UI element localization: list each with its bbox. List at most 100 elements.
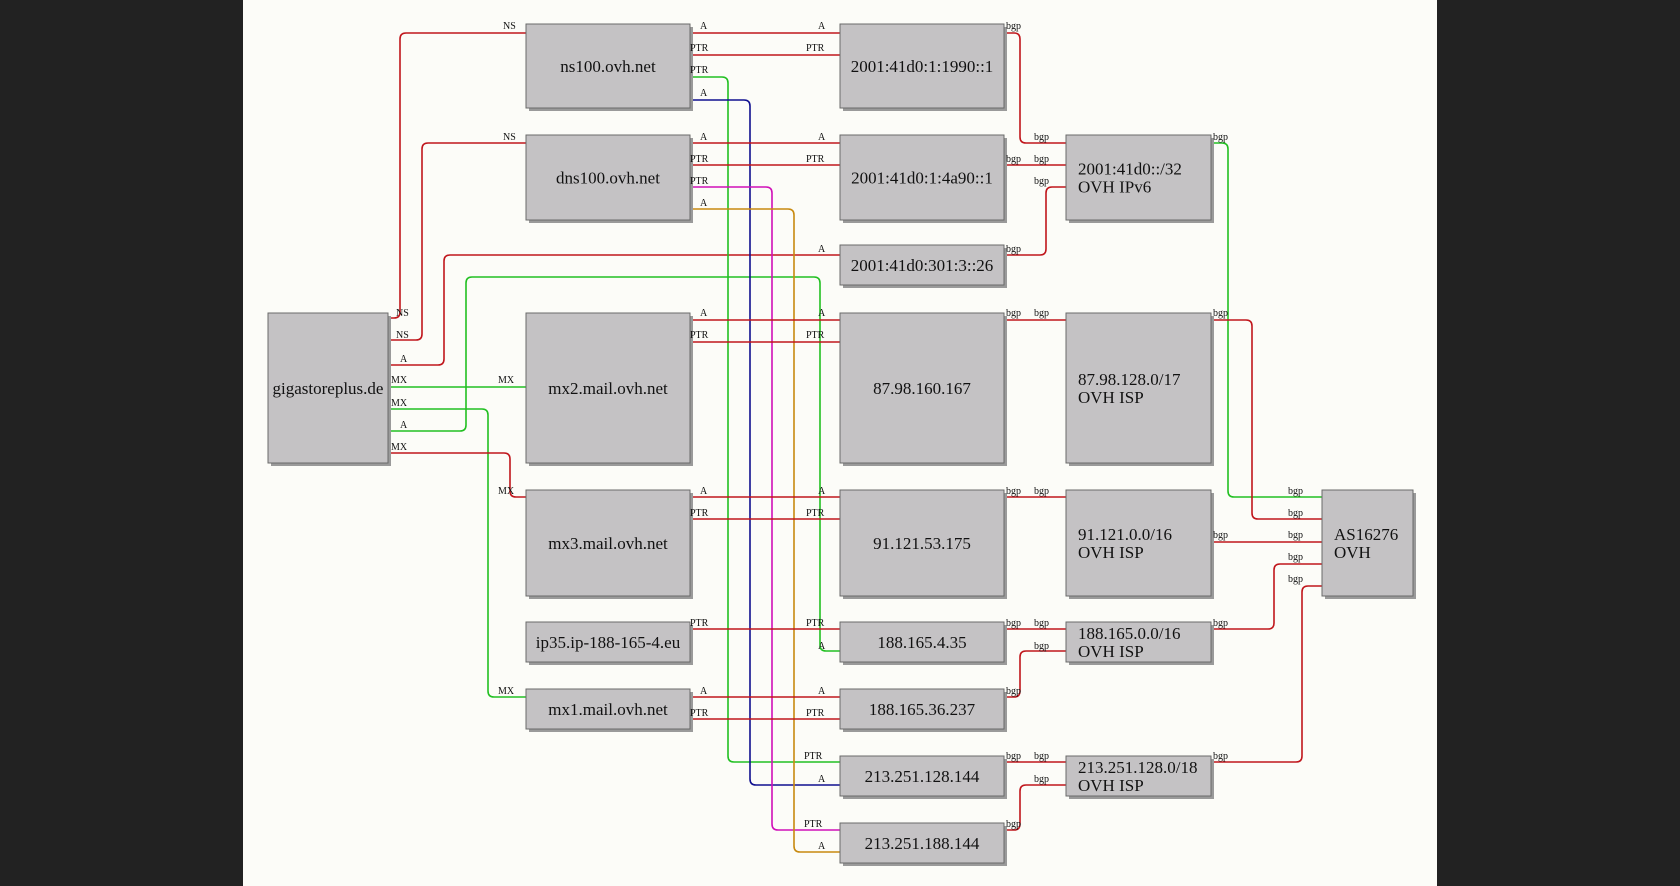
edge-ns100-ip213a [690,76,840,763]
edge-label-tail: A [700,132,708,143]
node-ip213b[interactable]: 213.251.188.144 [839,822,1007,866]
node-box [525,489,691,597]
edge-label-tail: bgp [1213,751,1228,762]
edge-label-head: A [818,132,826,143]
edge-label-tail: PTR [690,154,709,165]
node-ns100[interactable]: ns100.ovh.net [525,23,693,111]
node-label: mx3.mail.ovh.net [548,534,668,553]
edge-label-head: bgp [1288,552,1303,563]
edge-label-head: bgp [1034,486,1049,497]
edge-gigastoreplus-mx3 [388,452,526,498]
node-ip91[interactable]: 91.121.53.175 [839,489,1007,599]
node-ip35[interactable]: ip35.ip-188-165-4.eu [525,621,693,665]
node-ip6b[interactable]: 2001:41d0:1:4a90::1 [839,134,1007,223]
edge-label-tail: bgp [1213,308,1228,319]
edge-label-head: A [818,308,826,319]
node-label: gigastoreplus.de [273,379,384,398]
edge-label-tail: MX [391,442,408,453]
edge-label-head: bgp [1288,530,1303,541]
node-gigastoreplus[interactable]: gigastoreplus.de [267,312,391,466]
edge-label-head: bgp [1034,774,1049,785]
node-label: 87.98.128.0/17 [1078,370,1181,389]
node-box [525,134,691,221]
node-label: AS16276 [1334,525,1398,544]
edge-label-tail: A [700,21,708,32]
edge-net87-as [1211,319,1322,520]
node-ip213a[interactable]: 213.251.128.144 [839,755,1007,799]
node-ip6c[interactable]: 2001:41d0:301:3::26 [839,244,1007,288]
edge-label-tail: PTR [690,65,709,76]
node-label: 188.165.4.35 [877,633,966,652]
node-box [525,621,691,663]
edge-label-tail: A [400,420,408,431]
edge-label-head: bgp [1034,132,1049,143]
edge-label-tail: PTR [690,330,709,341]
node-label: 2001:41d0:1:1990::1 [851,57,994,76]
edge-label-head: PTR [806,708,825,719]
edge-label-tail: A [700,198,708,209]
node-label: 87.98.160.167 [873,379,971,398]
node-box [1065,755,1212,797]
edge-ip6c-net6 [1004,186,1066,256]
edge-ns100-ip213a [690,99,840,786]
node-box [1321,489,1414,597]
edge-gigastoreplus-ip188a [388,276,840,652]
edge-label-tail: A [700,486,708,497]
edge-ip188b-net188 [1004,650,1066,698]
edge-label-tail: PTR [690,43,709,54]
node-ip188a[interactable]: 188.165.4.35 [839,621,1007,665]
edge-label-head: bgp [1288,486,1303,497]
edge-label-tail: bgp [1006,618,1021,629]
node-label: 213.251.128.144 [865,767,980,786]
node-mx1[interactable]: mx1.mail.ovh.net [525,688,693,732]
node-box [525,688,691,730]
node-box [1065,312,1212,464]
edge-label-tail: A [700,88,708,99]
node-ip188b[interactable]: 188.165.36.237 [839,688,1007,732]
edge-label-head: A [818,641,826,652]
node-ip87[interactable]: 87.98.160.167 [839,312,1007,466]
node-label: ns100.ovh.net [560,57,656,76]
edge-net188-as [1211,563,1322,630]
node-ip6a[interactable]: 2001:41d0:1:1990::1 [839,23,1007,111]
edge-label-head: NS [503,132,516,143]
edge-label-tail: bgp [1006,308,1021,319]
edge-label-head: bgp [1034,618,1049,629]
node-box [1065,489,1212,597]
node-label: 2001:41d0::/32 [1078,160,1182,179]
edge-label-tail: A [700,308,708,319]
node-label: ip35.ip-188-165-4.eu [536,633,681,652]
edge-label-tail: bgp [1006,486,1021,497]
edge-label-head: A [818,774,826,785]
dns-graph-canvas: gigastoreplus.de ns100.ovh.net dns100.ovh.… [243,0,1437,886]
node-mx3[interactable]: mx3.mail.ovh.net [525,489,693,599]
node-box [839,312,1005,464]
edge-label-head: A [818,841,826,852]
node-mx2[interactable]: mx2.mail.ovh.net [525,312,693,466]
node-box [525,23,691,109]
node-dns100[interactable]: dns100.ovh.net [525,134,693,223]
node-label: 213.251.128.0/18 [1078,758,1197,777]
node-label: OVH ISP [1078,388,1144,407]
node-box [839,621,1005,663]
node-label: mx1.mail.ovh.net [548,700,668,719]
node-label: OVH IPv6 [1078,178,1151,197]
dns-graph: gigastoreplus.de ns100.ovh.net dns100.ovh.… [267,21,1416,866]
edge-label-head: bgp [1034,154,1049,165]
edge-label-tail: A [700,686,708,697]
edge-label-tail: A [400,354,408,365]
edge-label-head: PTR [806,618,825,629]
edge-label-tail: bgp [1006,686,1021,697]
edge-label-head: A [818,686,826,697]
edge-label-tail: bgp [1006,244,1021,255]
edge-net213-as [1211,585,1322,763]
edge-label-head: bgp [1034,751,1049,762]
edge-label-head: bgp [1034,308,1049,319]
node-label: 2001:41d0:1:4a90::1 [851,169,993,188]
